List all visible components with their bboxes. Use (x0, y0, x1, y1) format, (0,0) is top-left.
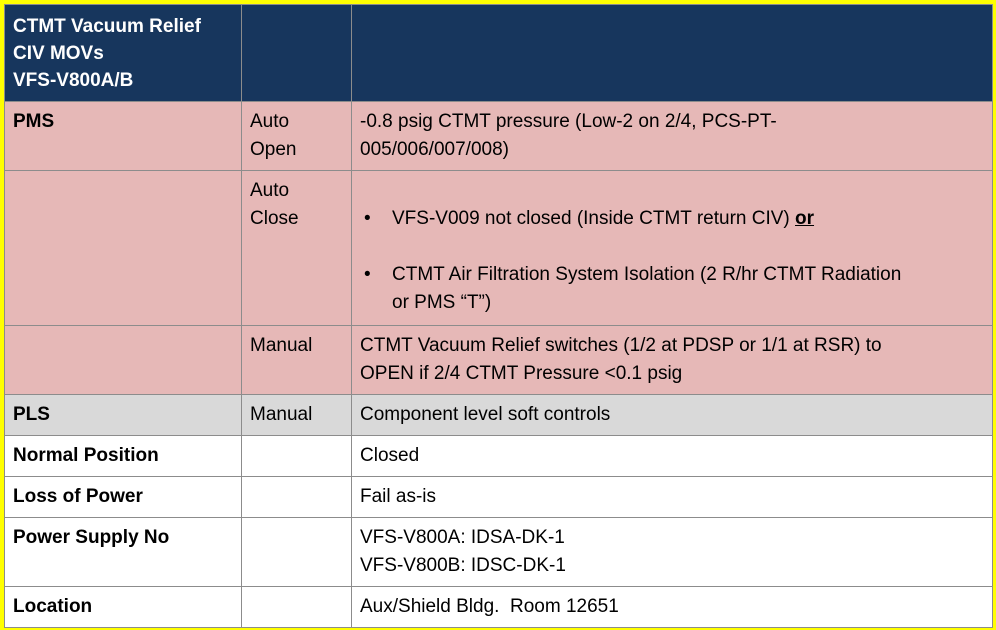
header-title-line-2: CIV MOVs (13, 43, 104, 64)
header-title-line-1: CTMT Vacuum Relief (13, 16, 201, 37)
pms-manual-description: CTMT Vacuum Relief switches (1/2 at PDSP… (351, 325, 993, 395)
table-row-pls: PLS Manual Component level soft controls (4, 394, 993, 436)
pms-auto-close-mode: Auto Close (241, 170, 352, 326)
table-row-pms-auto-open: PMS Auto Open -0.8 psig CTMT pressure (L… (4, 101, 993, 171)
header-title-cell: CTMT Vacuum Relief CIV MOVs VFS-V800A/B (4, 4, 242, 102)
pms-auto-close-mode-line-1: Auto (250, 180, 290, 201)
normal-position-value: Closed (351, 435, 993, 477)
header-description-cell (351, 4, 993, 102)
pms-auto-open-mode: Auto Open (241, 101, 352, 171)
pls-mode: Manual (241, 394, 352, 436)
table-row-pms-manual: Manual CTMT Vacuum Relief switches (1/2 … (4, 325, 993, 395)
bullet-icon: • (364, 264, 371, 285)
power-supply-value-line-1: VFS-V800A: IDSA-DK-1 (360, 527, 565, 548)
power-supply-value: VFS-V800A: IDSA-DK-1 VFS-V800B: IDSC-DK-… (351, 517, 993, 587)
pls-description: Component level soft controls (351, 394, 993, 436)
pms-auto-open-text-line-2: 005/006/007/008) (360, 139, 509, 160)
location-value: Aux/Shield Bldg. Room 12651 (351, 586, 993, 628)
valve-spec-table: CTMT Vacuum Relief CIV MOVs VFS-V800A/B … (4, 4, 993, 628)
loss-of-power-mode-empty (241, 476, 352, 518)
header-mode-cell (241, 4, 352, 102)
pms-label: PMS (4, 101, 242, 171)
pls-label: PLS (4, 394, 242, 436)
auto-close-condition-2-line-2: or PMS “T”) (392, 292, 492, 313)
pms-auto-open-text-line-1: -0.8 psig CTMT pressure (Low-2 on 2/4, P… (360, 111, 777, 132)
power-supply-value-line-2: VFS-V800B: IDSC-DK-1 (360, 555, 566, 576)
location-label: Location (4, 586, 242, 628)
power-supply-label: Power Supply No (4, 517, 242, 587)
location-mode-empty (241, 586, 352, 628)
pms-manual-label-empty (4, 325, 242, 395)
loss-of-power-value: Fail as-is (351, 476, 993, 518)
auto-close-condition-list: • VFS-V009 not closed (Inside CTMT retur… (360, 205, 984, 317)
normal-position-mode-empty (241, 435, 352, 477)
auto-close-condition-2-line-1: CTMT Air Filtration System Isolation (2 … (392, 264, 902, 285)
pms-auto-open-description: -0.8 psig CTMT pressure (Low-2 on 2/4, P… (351, 101, 993, 171)
loss-of-power-label: Loss of Power (4, 476, 242, 518)
pms-auto-close-mode-line-2: Close (250, 208, 299, 229)
pms-auto-open-mode-line-1: Auto (250, 111, 290, 132)
auto-close-condition-1: • VFS-V009 not closed (Inside CTMT retur… (360, 205, 984, 233)
pms-manual-text-line-1: CTMT Vacuum Relief switches (1/2 at PDSP… (360, 335, 882, 356)
table-row-power-supply: Power Supply No VFS-V800A: IDSA-DK-1 VFS… (4, 517, 993, 587)
pms-auto-open-mode-line-2: Open (250, 139, 297, 160)
table-row-pms-auto-close: Auto Close • VFS-V009 not closed (Inside… (4, 170, 993, 326)
table-row-normal-position: Normal Position Closed (4, 435, 993, 477)
table-row-location: Location Aux/Shield Bldg. Room 12651 (4, 586, 993, 628)
auto-close-condition-2: • CTMT Air Filtration System Isolation (… (360, 261, 984, 317)
pms-manual-mode: Manual (241, 325, 352, 395)
header-title-line-3: VFS-V800A/B (13, 70, 134, 91)
pms-manual-text-line-2: OPEN if 2/4 CTMT Pressure <0.1 psig (360, 363, 683, 384)
table-header-row: CTMT Vacuum Relief CIV MOVs VFS-V800A/B (4, 4, 993, 102)
pms-auto-close-label-empty (4, 170, 242, 326)
pms-auto-close-description: • VFS-V009 not closed (Inside CTMT retur… (351, 170, 993, 326)
bullet-icon: • (364, 208, 371, 229)
auto-close-or-connector: or (795, 208, 815, 229)
power-supply-mode-empty (241, 517, 352, 587)
normal-position-label: Normal Position (4, 435, 242, 477)
table-row-loss-of-power: Loss of Power Fail as-is (4, 476, 993, 518)
auto-close-condition-1-text: VFS-V009 not closed (Inside CTMT return … (392, 208, 796, 229)
